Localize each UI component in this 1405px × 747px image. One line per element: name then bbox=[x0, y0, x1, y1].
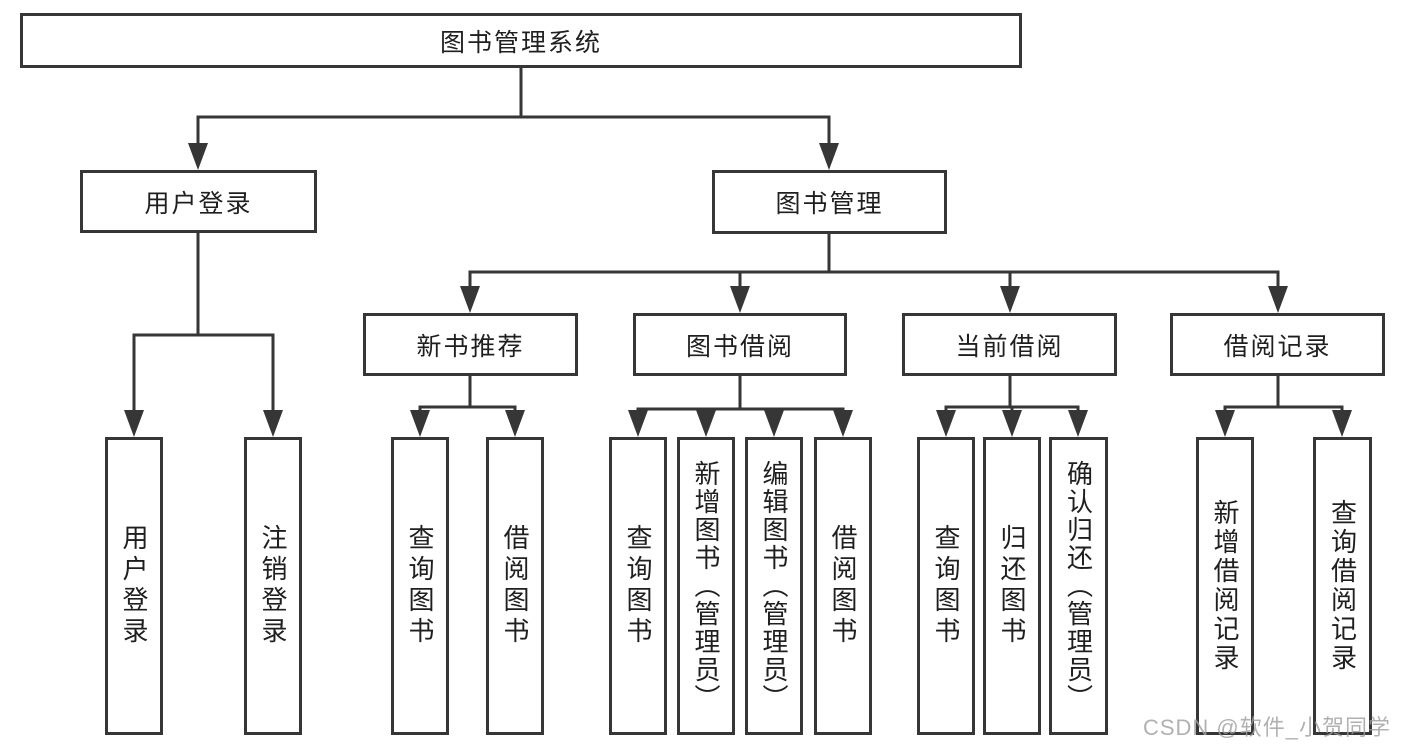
node-borrow-records: 借阅记录 bbox=[1170, 313, 1385, 376]
arrow-down-icon bbox=[819, 143, 839, 170]
leaf-borrow-books-recommend: 借阅图书 bbox=[486, 437, 544, 735]
arrow-down-icon bbox=[936, 410, 956, 437]
arrow-down-icon bbox=[1068, 410, 1088, 437]
arrow-down-icon bbox=[263, 410, 283, 437]
arrow-down-icon bbox=[833, 410, 853, 437]
arrow-down-icon bbox=[1215, 410, 1235, 437]
leaf-return-books: 归还图书 bbox=[983, 437, 1041, 735]
leaf-query-books-recommend-label: 查询图书 bbox=[405, 524, 435, 648]
leaf-edit-books-admin: 编辑图书（管理员） bbox=[745, 437, 803, 735]
arrow-down-icons bbox=[124, 143, 1352, 437]
arrow-down-icon bbox=[1000, 286, 1020, 313]
node-root-label: 图书管理系统 bbox=[439, 28, 602, 57]
node-user-login-label: 用户登录 bbox=[144, 189, 253, 218]
leaf-add-borrow-record: 新增借阅记录 bbox=[1196, 437, 1254, 735]
leaf-edit-books-admin-label: 编辑图书（管理员） bbox=[759, 460, 789, 712]
leaf-query-books-current-label: 查询图书 bbox=[931, 524, 961, 648]
leaf-return-books-label: 归还图书 bbox=[997, 524, 1027, 648]
leaf-query-borrow-record: 查询借阅记录 bbox=[1313, 437, 1372, 735]
leaf-borrow-books: 借阅图书 bbox=[814, 437, 872, 735]
node-root: 图书管理系统 bbox=[20, 13, 1022, 68]
arrow-down-icon bbox=[764, 410, 784, 437]
leaf-user-login-label: 用户登录 bbox=[119, 524, 149, 648]
leaf-confirm-return-admin-label: 确认归还（管理员） bbox=[1063, 460, 1094, 712]
leaf-confirm-return-admin: 确认归还（管理员） bbox=[1049, 437, 1108, 735]
arrow-down-icon bbox=[124, 410, 144, 437]
leaf-add-books-admin: 新增图书（管理员） bbox=[677, 437, 735, 735]
arrow-down-icon bbox=[628, 410, 648, 437]
leaf-query-books-borrow-label: 查询图书 bbox=[623, 524, 653, 648]
node-current-borrow-label: 当前借阅 bbox=[955, 332, 1064, 361]
arrow-down-icon bbox=[188, 143, 208, 170]
arrow-down-icon bbox=[1002, 410, 1022, 437]
leaf-add-borrow-record-label: 新增借阅记录 bbox=[1210, 499, 1240, 673]
leaf-query-books-current: 查询图书 bbox=[917, 437, 975, 735]
leaf-user-login: 用户登录 bbox=[105, 437, 163, 735]
arrow-down-icon bbox=[696, 410, 716, 437]
arrow-down-icon bbox=[505, 410, 525, 437]
node-book-management: 图书管理 bbox=[712, 170, 947, 234]
watermark: CSDN @软件_小贺同学 bbox=[1142, 715, 1391, 740]
node-new-book-recommend-label: 新书推荐 bbox=[416, 332, 525, 361]
leaf-query-books-borrow: 查询图书 bbox=[609, 437, 667, 735]
node-current-borrow: 当前借阅 bbox=[902, 313, 1117, 376]
arrow-down-icon bbox=[410, 410, 430, 437]
node-new-book-recommend: 新书推荐 bbox=[363, 313, 578, 376]
arrow-down-icon bbox=[1332, 410, 1352, 437]
leaf-borrow-books-label: 借阅图书 bbox=[828, 524, 858, 648]
node-user-login: 用户登录 bbox=[80, 170, 317, 233]
arrow-down-icon bbox=[730, 286, 750, 313]
leaf-logout: 注销登录 bbox=[244, 437, 302, 735]
node-book-management-label: 图书管理 bbox=[775, 190, 884, 218]
node-book-borrow: 图书借阅 bbox=[633, 313, 847, 376]
leaf-query-books-recommend: 查询图书 bbox=[391, 437, 449, 735]
arrow-down-icon bbox=[1268, 286, 1288, 313]
leaf-query-borrow-record-label: 查询借阅记录 bbox=[1327, 499, 1358, 673]
leaf-logout-label: 注销登录 bbox=[258, 524, 288, 648]
leaf-borrow-books-recommend-label: 借阅图书 bbox=[500, 524, 530, 648]
node-borrow-records-label: 借阅记录 bbox=[1223, 332, 1332, 361]
leaf-add-books-admin-label: 新增图书（管理员） bbox=[691, 460, 721, 712]
arrow-down-icon bbox=[460, 286, 480, 313]
node-book-borrow-label: 图书借阅 bbox=[685, 332, 794, 361]
